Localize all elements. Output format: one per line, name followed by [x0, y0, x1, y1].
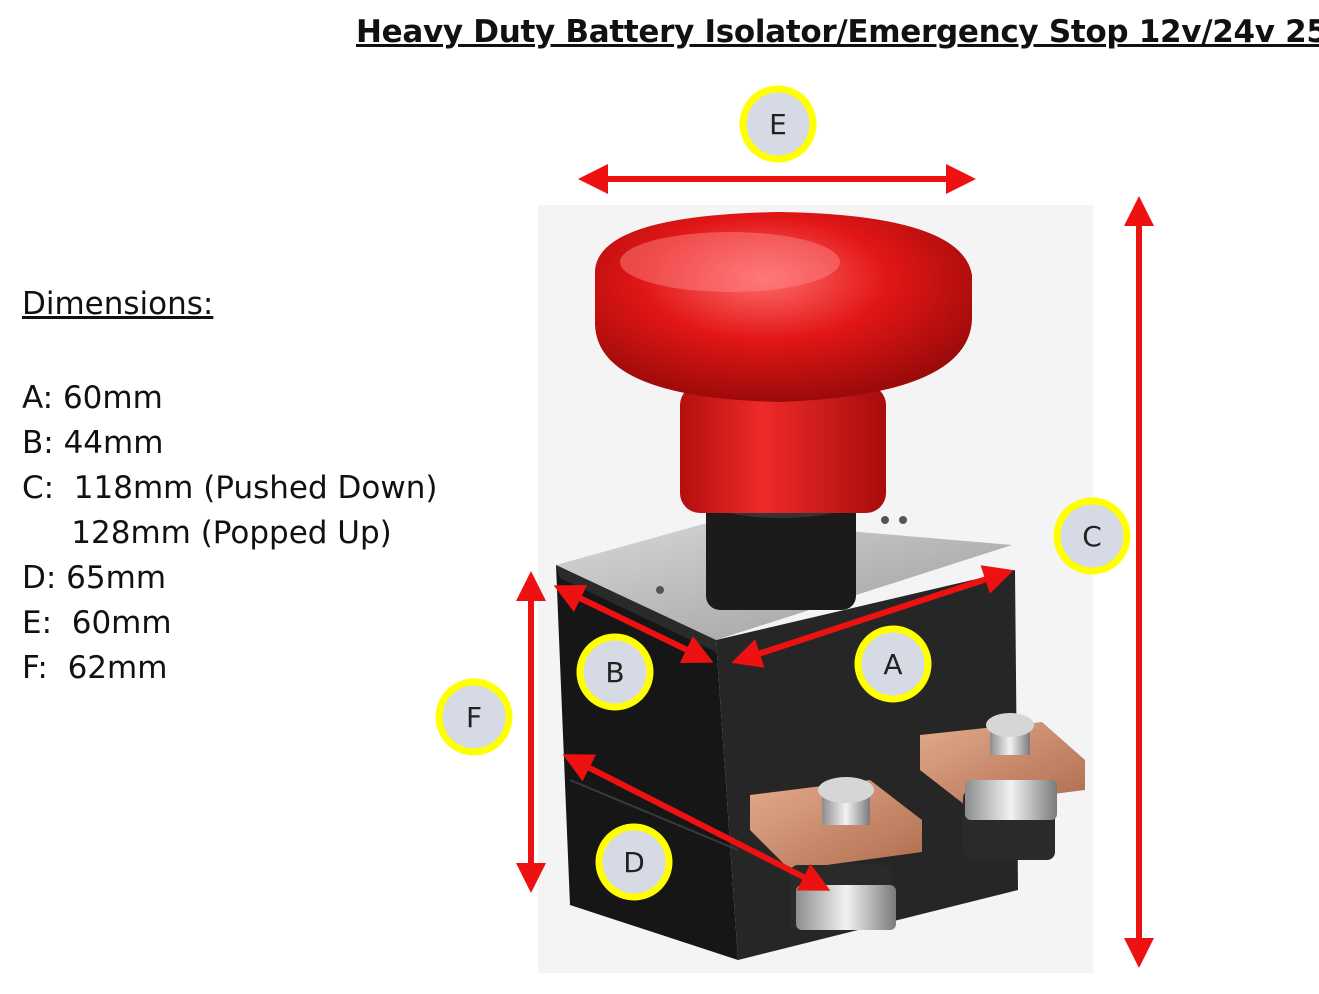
- button-stem: [680, 385, 886, 513]
- front-terminal-bolt: [818, 777, 874, 803]
- rear-terminal-nut: [965, 780, 1057, 820]
- marker-d: D: [595, 823, 673, 901]
- marker-e: E: [739, 85, 817, 163]
- page-title: Heavy Duty Battery Isolator/Emergency St…: [356, 14, 1319, 50]
- front-terminal-nut: [796, 885, 896, 930]
- marker-b-label: B: [605, 656, 624, 689]
- dimension-b: B: 44mm: [22, 425, 164, 461]
- red-mushroom-cap: [595, 212, 972, 402]
- marker-f: F: [435, 678, 513, 756]
- dimension-c-popped: 128mm (Popped Up): [22, 515, 392, 551]
- rear-terminal-bolt: [986, 713, 1034, 737]
- marker-a: A: [854, 625, 932, 703]
- marker-c: C: [1053, 497, 1131, 575]
- dimension-a: A: 60mm: [22, 380, 163, 416]
- dimensions-list: A: 60mm B: 44mm C: 118mm (Pushed Down) 1…: [22, 376, 437, 691]
- dimensions-heading: Dimensions:: [22, 286, 214, 322]
- arrow-d: [562, 754, 831, 891]
- marker-a-label: A: [883, 648, 902, 681]
- dimension-d: D: 65mm: [22, 560, 167, 596]
- arrow-a: [731, 565, 1014, 668]
- marker-b: B: [576, 633, 654, 711]
- dimension-f: F: 62mm: [22, 650, 168, 686]
- dimension-arrows: [516, 164, 1154, 968]
- dimension-c-pushed: C: 118mm (Pushed Down): [22, 470, 438, 506]
- marker-d-label: D: [623, 846, 645, 879]
- marker-e-label: E: [769, 108, 787, 141]
- dimension-e: E: 60mm: [22, 605, 172, 641]
- marker-f-label: F: [466, 701, 482, 734]
- arrow-b: [553, 584, 714, 664]
- marker-c-label: C: [1082, 520, 1102, 553]
